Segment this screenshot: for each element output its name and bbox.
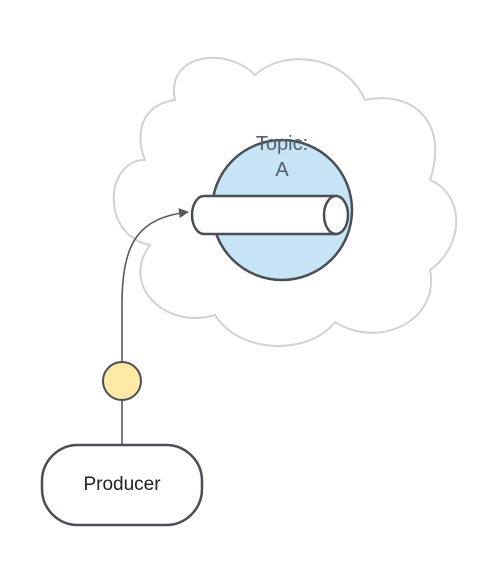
message-dot xyxy=(102,361,142,401)
producer-label: Producer xyxy=(83,474,161,495)
partition-cylinder[interactable] xyxy=(190,194,350,236)
cluster-cloud xyxy=(112,56,458,347)
partition-cylinder-end xyxy=(322,194,350,236)
publish-arrow xyxy=(121,208,189,362)
topic-label-line2: A xyxy=(275,159,289,181)
topic-label-line1: Topic: xyxy=(255,133,309,155)
producer-box[interactable] xyxy=(40,443,204,527)
